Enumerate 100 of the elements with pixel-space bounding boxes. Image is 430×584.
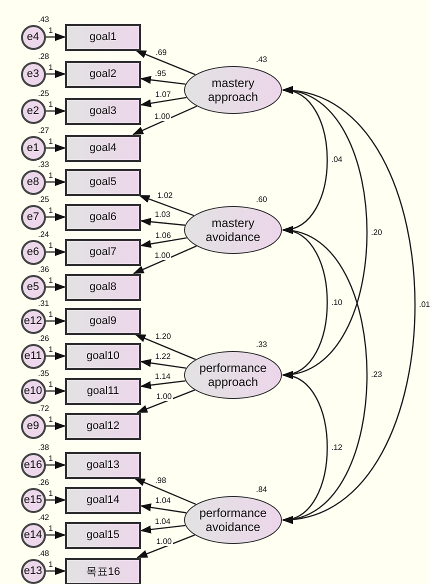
edge-label: 1.14 [154, 372, 172, 382]
loading-arrow [140, 359, 186, 369]
variable-box: 목표16 [65, 558, 141, 584]
error-circle: e16 [20, 452, 46, 478]
error-circle: e3 [20, 62, 46, 86]
arrow [46, 461, 66, 469]
arrow [46, 352, 66, 360]
edge-label: .10 [330, 298, 344, 306]
variance-label: .27 [37, 126, 50, 134]
loading-arrow [138, 194, 194, 216]
edge-label: 1.02 [156, 191, 174, 200]
loading-arrow [140, 218, 186, 226]
error-circle: e8 [20, 170, 46, 194]
error-circle: e14 [20, 522, 46, 548]
error-circle: e13 [20, 558, 46, 584]
variance-label: .60 [255, 195, 268, 204]
edge-label: 1.00 [153, 112, 171, 121]
error-circle: e10 [20, 378, 46, 404]
variable-box: goal11 [65, 378, 141, 404]
variance-label: .28 [37, 52, 50, 60]
arrow [46, 33, 66, 41]
arrow [46, 178, 66, 186]
edge-label: 1 [48, 26, 54, 35]
error-circle: e11 [20, 344, 46, 368]
edge-label: 1 [48, 345, 54, 354]
error-circle: e4 [20, 24, 46, 50]
variable-box: goal1 [65, 24, 141, 50]
edge-label: 1 [48, 380, 54, 389]
loading-arrow [135, 50, 196, 76]
latent-ellipse: mastery avoidance [184, 206, 282, 254]
arrow [46, 248, 66, 256]
error-circle: e5 [20, 274, 46, 300]
edge-label: .12 [330, 442, 344, 452]
covariance-arrow [282, 228, 368, 522]
variance-label: .33 [255, 340, 268, 349]
variable-box: goal7 [65, 238, 141, 266]
edge-label: 1.00 [155, 392, 173, 401]
loading-arrow [136, 389, 195, 414]
variable-box: goal4 [65, 134, 141, 162]
variable-box: goal6 [65, 204, 141, 230]
arrow [46, 567, 66, 575]
variance-label: .36 [37, 264, 50, 274]
edge-label: 1 [48, 276, 54, 285]
variance-label: .84 [255, 485, 268, 494]
variable-box: goal3 [65, 98, 141, 124]
edge-label: 1.06 [154, 230, 172, 240]
edge-label: 1.22 [154, 352, 172, 362]
error-circle: e15 [20, 488, 46, 512]
edge-label: 1.07 [154, 90, 172, 100]
edge-label: 1 [48, 100, 54, 109]
loading-arrow [140, 237, 187, 248]
variable-box: goal10 [65, 342, 141, 370]
error-circle: e12 [20, 308, 46, 334]
variance-label: .42 [37, 512, 50, 522]
edge-label: 1 [48, 63, 54, 72]
variance-label: .35 [37, 368, 50, 378]
error-circle: e7 [20, 204, 46, 230]
arrow [46, 283, 66, 291]
variable-box: goal2 [65, 60, 141, 88]
edge-label: 1 [48, 310, 54, 319]
edge-label: .04 [330, 155, 344, 164]
loading-arrow [136, 534, 195, 558]
edge-label: .23 [370, 370, 384, 379]
edge-label: 1 [48, 560, 54, 569]
edge-label: 1 [48, 171, 54, 180]
latent-ellipse: performance approach [184, 351, 282, 399]
arrow [46, 317, 66, 325]
variable-box: goal5 [65, 168, 141, 196]
edge-label: 1 [48, 454, 54, 463]
latent-ellipse: mastery approach [184, 66, 282, 114]
error-circle: e1 [20, 136, 46, 160]
variance-label: .31 [37, 298, 50, 308]
edge-label: 1.20 [154, 332, 172, 341]
edge-label: 1.04 [154, 496, 172, 506]
variable-box: goal9 [65, 308, 141, 334]
edge-label: .69 [154, 48, 168, 57]
error-circle: e9 [20, 414, 46, 438]
arrow [46, 422, 66, 430]
arrow [46, 496, 66, 504]
loading-arrow [140, 524, 186, 534]
loading-arrow [134, 478, 196, 505]
covariance-arrow [282, 88, 416, 522]
loading-arrow [132, 245, 197, 274]
edge-label: 1 [48, 206, 54, 215]
arrow [46, 387, 66, 395]
edge-label: 1.03 [154, 210, 172, 220]
loading-arrow [140, 380, 186, 390]
variance-label: .72 [37, 404, 50, 412]
edge-label: 1.00 [154, 251, 172, 260]
variance-label: .48 [37, 548, 50, 558]
variance-label: .26 [37, 334, 50, 342]
edge-label: .98 [154, 476, 168, 486]
variance-label: .25 [37, 88, 50, 98]
edge-label: 1 [48, 137, 54, 146]
edge-label: 1 [48, 489, 54, 498]
variance-label: .33 [37, 160, 50, 168]
variance-label: .38 [37, 442, 50, 452]
variable-box: goal15 [65, 522, 141, 548]
arrow [46, 531, 66, 539]
loading-arrow [132, 106, 198, 136]
